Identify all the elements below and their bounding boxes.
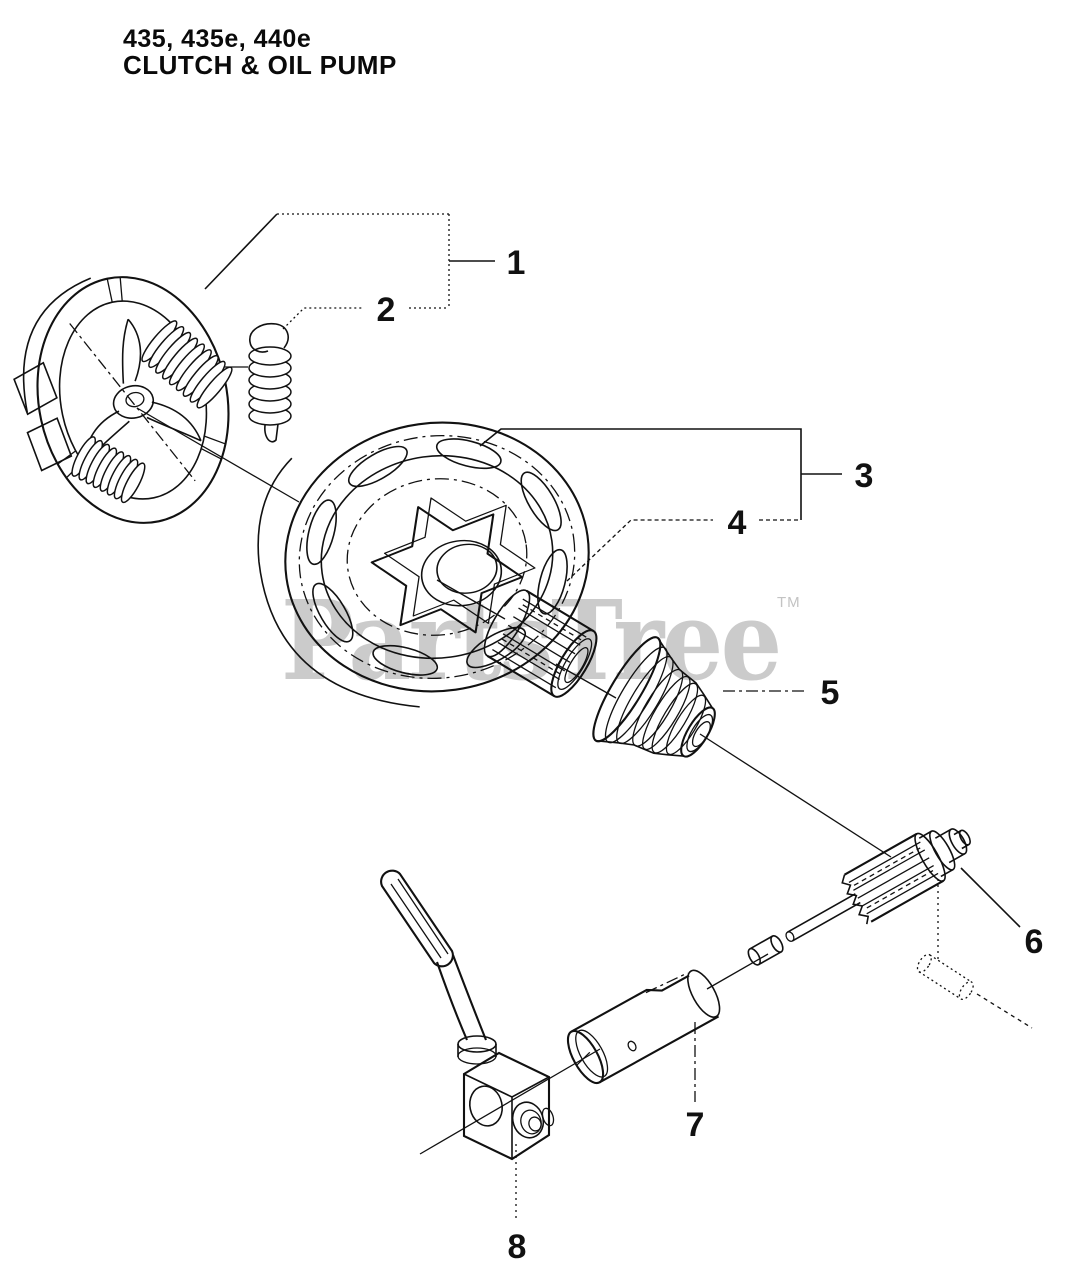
bearing-bore xyxy=(564,647,589,684)
bearing-front-face xyxy=(550,629,598,698)
lever-arm xyxy=(436,954,487,1041)
leader-1-diagonal xyxy=(204,213,278,290)
callout-4: 4 xyxy=(728,504,747,542)
shaft-knob xyxy=(934,828,966,864)
clutch-assembly-drawing xyxy=(13,276,233,524)
watermark-tm: TM xyxy=(777,594,801,611)
spline-outline xyxy=(844,832,944,923)
shaft-sleeve xyxy=(747,935,784,966)
pump-boss-stub xyxy=(541,1107,555,1127)
piston-notch-hidden xyxy=(645,972,688,994)
worm-thread-1 xyxy=(632,668,684,747)
pump-block xyxy=(462,1051,551,1161)
clutch-spring-right xyxy=(141,320,233,409)
locating-pin-drawing xyxy=(916,953,974,1000)
clutch-back-rim xyxy=(22,277,92,413)
clutch-centerline xyxy=(69,323,196,482)
axis-bearing-to-worm xyxy=(555,663,617,699)
pump-collar-bottom xyxy=(457,1047,497,1065)
clutch-spring-left xyxy=(71,436,146,504)
callout-5: 5 xyxy=(821,674,840,712)
bearing-cage-ring xyxy=(557,638,593,690)
spline-teeth-lines xyxy=(848,841,939,915)
piston-center-tick xyxy=(576,1051,591,1066)
bearing-back-face xyxy=(483,589,531,658)
shaft-tip-face xyxy=(958,829,971,846)
worm-gear-drawing xyxy=(592,636,716,758)
spline-hidden-lines xyxy=(853,847,934,909)
worm-front-face xyxy=(680,706,716,758)
drum-slots xyxy=(306,438,568,676)
shaft-collar-face xyxy=(929,830,956,871)
leader-3 xyxy=(479,428,842,520)
clutch-lug-lower xyxy=(26,417,73,472)
shaft-step-face xyxy=(914,832,946,882)
drum-hidden-circle-inner xyxy=(346,478,528,636)
drum-sprocket-star xyxy=(370,497,536,634)
callout-leaders xyxy=(204,213,1021,1222)
callout-numbers: 1 2 3 4 5 6 7 8 xyxy=(377,244,1044,1266)
callout-3: 3 xyxy=(855,457,874,495)
piston-right-face xyxy=(687,969,721,1018)
axis-piston-to-shaft xyxy=(706,953,769,990)
worm-thread-3 xyxy=(651,682,699,754)
spline-end-teeth xyxy=(841,874,870,925)
diagram-title: 435, 435e, 440e CLUTCH & OIL PUMP xyxy=(123,26,397,79)
callout-6: 6 xyxy=(1025,923,1044,961)
pump-piston-drawing xyxy=(566,969,721,1085)
callout-7: 7 xyxy=(686,1106,705,1144)
callout-8: 8 xyxy=(508,1228,527,1266)
pump-block-edges xyxy=(463,1073,550,1159)
leader-1-dashed xyxy=(277,213,450,308)
drum-outer-edge xyxy=(284,421,590,693)
axis-drum-to-bearing xyxy=(436,579,506,620)
clutch-drum-drawing xyxy=(257,421,590,708)
shaft-knob-face xyxy=(948,828,968,855)
clutch-tension-spring-drawing xyxy=(248,322,292,443)
piston-left-rim xyxy=(575,1029,609,1078)
piston-port-hole xyxy=(627,1040,637,1052)
drum-back-rim xyxy=(257,457,420,708)
drum-hidden-circle-outer xyxy=(298,434,576,680)
model-numbers: 435, 435e, 440e xyxy=(123,25,312,53)
leader-6-diagonal xyxy=(960,867,1021,928)
axis-pump-to-piston xyxy=(419,1048,601,1155)
axis-worm-to-shaft xyxy=(699,733,892,858)
drive-shaft-drawing xyxy=(747,828,971,966)
pump-body-drawing xyxy=(380,869,555,1161)
diagram-section-name: CLUTCH & OIL PUMP xyxy=(123,50,397,80)
lever-handle-detail xyxy=(390,878,449,959)
needle-bearing-drawing xyxy=(483,589,598,698)
leader-2-dashed xyxy=(282,307,449,330)
shaft-collar xyxy=(918,830,954,878)
drum-inner-edge xyxy=(320,454,554,660)
pump-boss-bore xyxy=(528,1116,542,1132)
worm-bore xyxy=(691,721,711,748)
spring-top-hook xyxy=(249,322,289,353)
pin-leader-line xyxy=(976,993,1033,1029)
clutch-lug-upper xyxy=(13,361,58,416)
callout-2: 2 xyxy=(377,291,396,329)
bearing-outline xyxy=(486,589,594,698)
leader-4-dashed xyxy=(566,519,801,582)
lever-handle xyxy=(380,869,454,968)
callout-1: 1 xyxy=(507,244,526,282)
pump-inlet-bore xyxy=(469,1085,503,1127)
worm-collar xyxy=(665,694,707,756)
worm-flange-1 xyxy=(592,636,662,743)
bearing-rollers xyxy=(492,598,587,689)
worm-thread-2 xyxy=(642,675,691,751)
piston-outline xyxy=(570,974,720,1084)
shaft-rod xyxy=(787,893,861,942)
shaft-rod-end xyxy=(785,931,795,942)
piston-left-face xyxy=(566,1029,605,1085)
clutch-hub-spider xyxy=(84,318,202,464)
pump-boss-outer xyxy=(511,1101,545,1139)
pump-boss-mid xyxy=(520,1109,542,1135)
